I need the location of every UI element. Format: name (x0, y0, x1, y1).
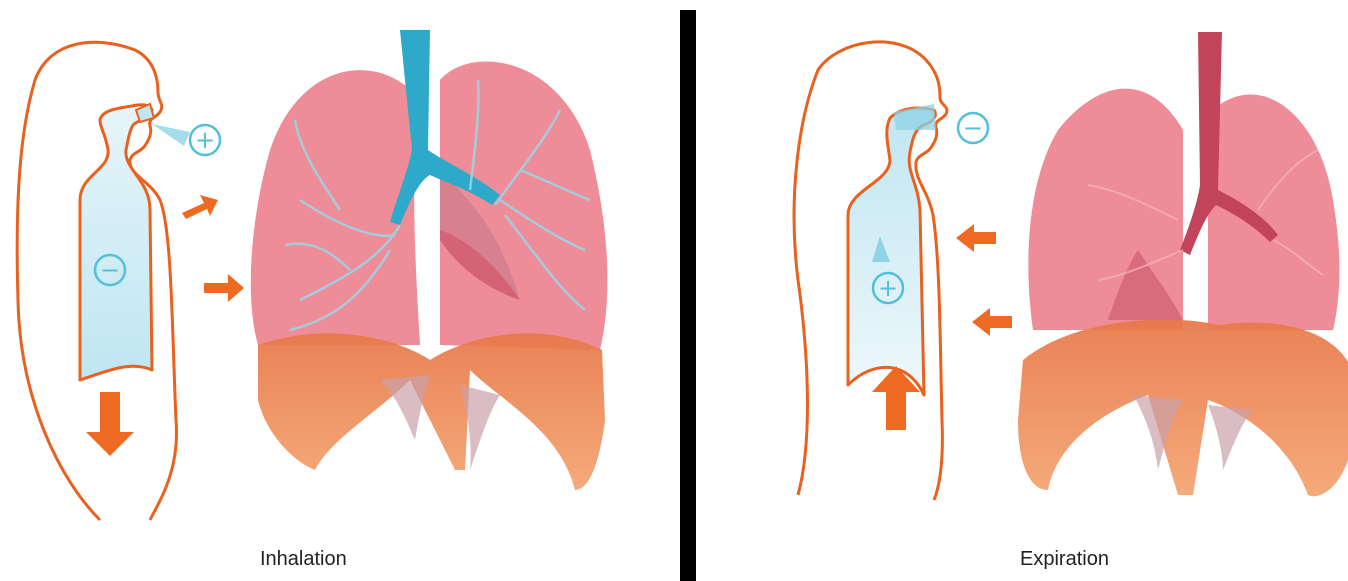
chest-pressure-sign: − (100, 256, 120, 284)
mouth-pressure-sign: + (195, 126, 215, 154)
diaphragm-flattened (258, 333, 605, 490)
inhalation-caption: Inhalation (260, 548, 347, 571)
arrow-inward-upper (956, 224, 996, 252)
diaphragm-domed (1018, 320, 1348, 497)
arrow-outward-upper (182, 195, 218, 219)
expiration-illustration: − + (678, 0, 1348, 581)
arrow-outward-lower (204, 274, 244, 302)
lungs-inflated (251, 30, 608, 350)
expiration-caption: Expiration (1020, 548, 1109, 571)
chest-pressure-sign: + (878, 274, 898, 302)
mouth-pressure-sign: − (963, 114, 983, 142)
arrow-diaphragm-down (86, 392, 134, 456)
lungs-deflated (1028, 32, 1339, 330)
expiration-panel: − + Expiration (678, 0, 1348, 581)
inhalation-illustration: + − (0, 0, 670, 581)
arrow-inward-lower (972, 308, 1012, 336)
inhalation-panel: + − (0, 0, 670, 581)
